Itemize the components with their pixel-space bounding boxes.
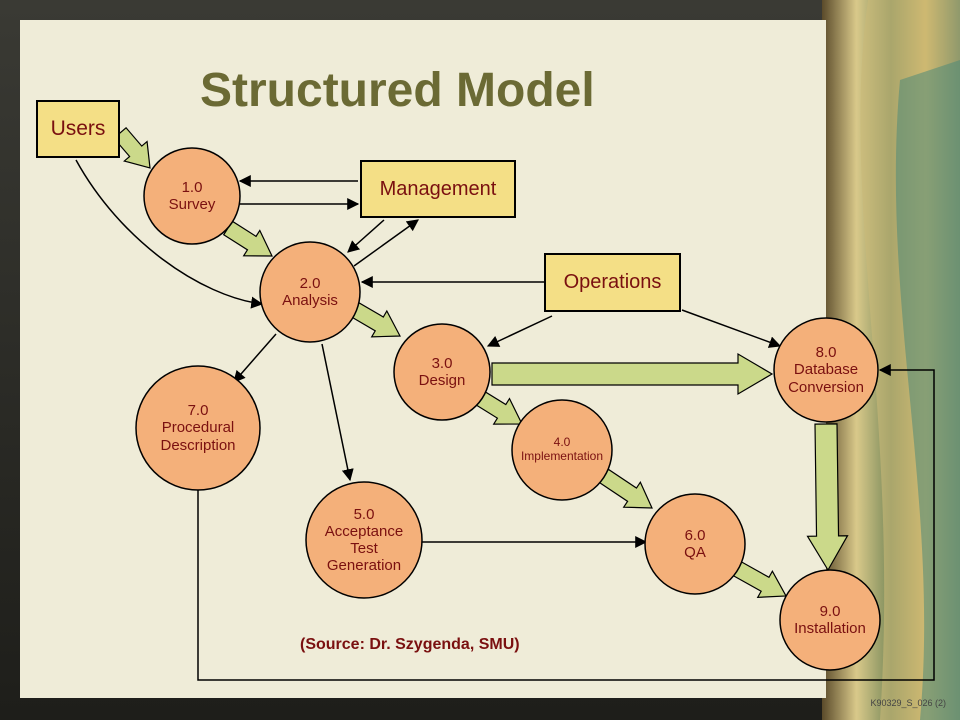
entity-users: Users <box>36 100 120 158</box>
arrow-design-dbconversion <box>491 352 774 396</box>
process-install-circle <box>779 569 881 671</box>
slide-code: K90329_S_026 (2) <box>870 698 946 708</box>
drape-fold-green <box>895 60 960 720</box>
process-qa-circle <box>644 493 746 595</box>
arrow-survey-analysis <box>222 220 273 257</box>
process-analysis-circle <box>259 241 361 343</box>
arrow-dbconversion-installation <box>806 423 849 572</box>
flow-procedural-dbconversion <box>197 364 935 681</box>
data-flow-arrows <box>75 159 935 681</box>
process-design-circle <box>393 323 491 421</box>
process-procedural-circle <box>135 365 261 491</box>
arrow-design-implementation <box>474 390 523 425</box>
process-acceptance-circle <box>305 481 423 599</box>
process-implementation-circle <box>511 399 613 501</box>
process-dbconv-circle <box>773 317 879 423</box>
process-survey-circle <box>143 147 241 245</box>
entity-operations: Operations <box>544 253 681 312</box>
flow-analysis-procedural <box>233 333 277 383</box>
slide-title: Structured Model <box>200 64 595 117</box>
process-flow-arrows <box>113 126 849 599</box>
arrow-qa-installation <box>731 560 787 599</box>
flow-analysis-acceptance <box>321 343 354 482</box>
entity-management: Management <box>360 160 516 218</box>
source-credit: (Source: Dr. Szygenda, SMU) <box>300 636 520 653</box>
flow-users-analysis <box>75 159 264 309</box>
flow-analysis-management <box>353 219 419 267</box>
flow-operations-dbconversion <box>681 309 782 348</box>
process-circles <box>135 147 881 671</box>
arrow-users-survey <box>113 126 151 169</box>
flow-management-analysis <box>347 219 385 253</box>
arrow-implementation-qa <box>598 468 653 509</box>
flow-operations-design <box>486 315 553 347</box>
arrow-analysis-design <box>347 300 401 338</box>
